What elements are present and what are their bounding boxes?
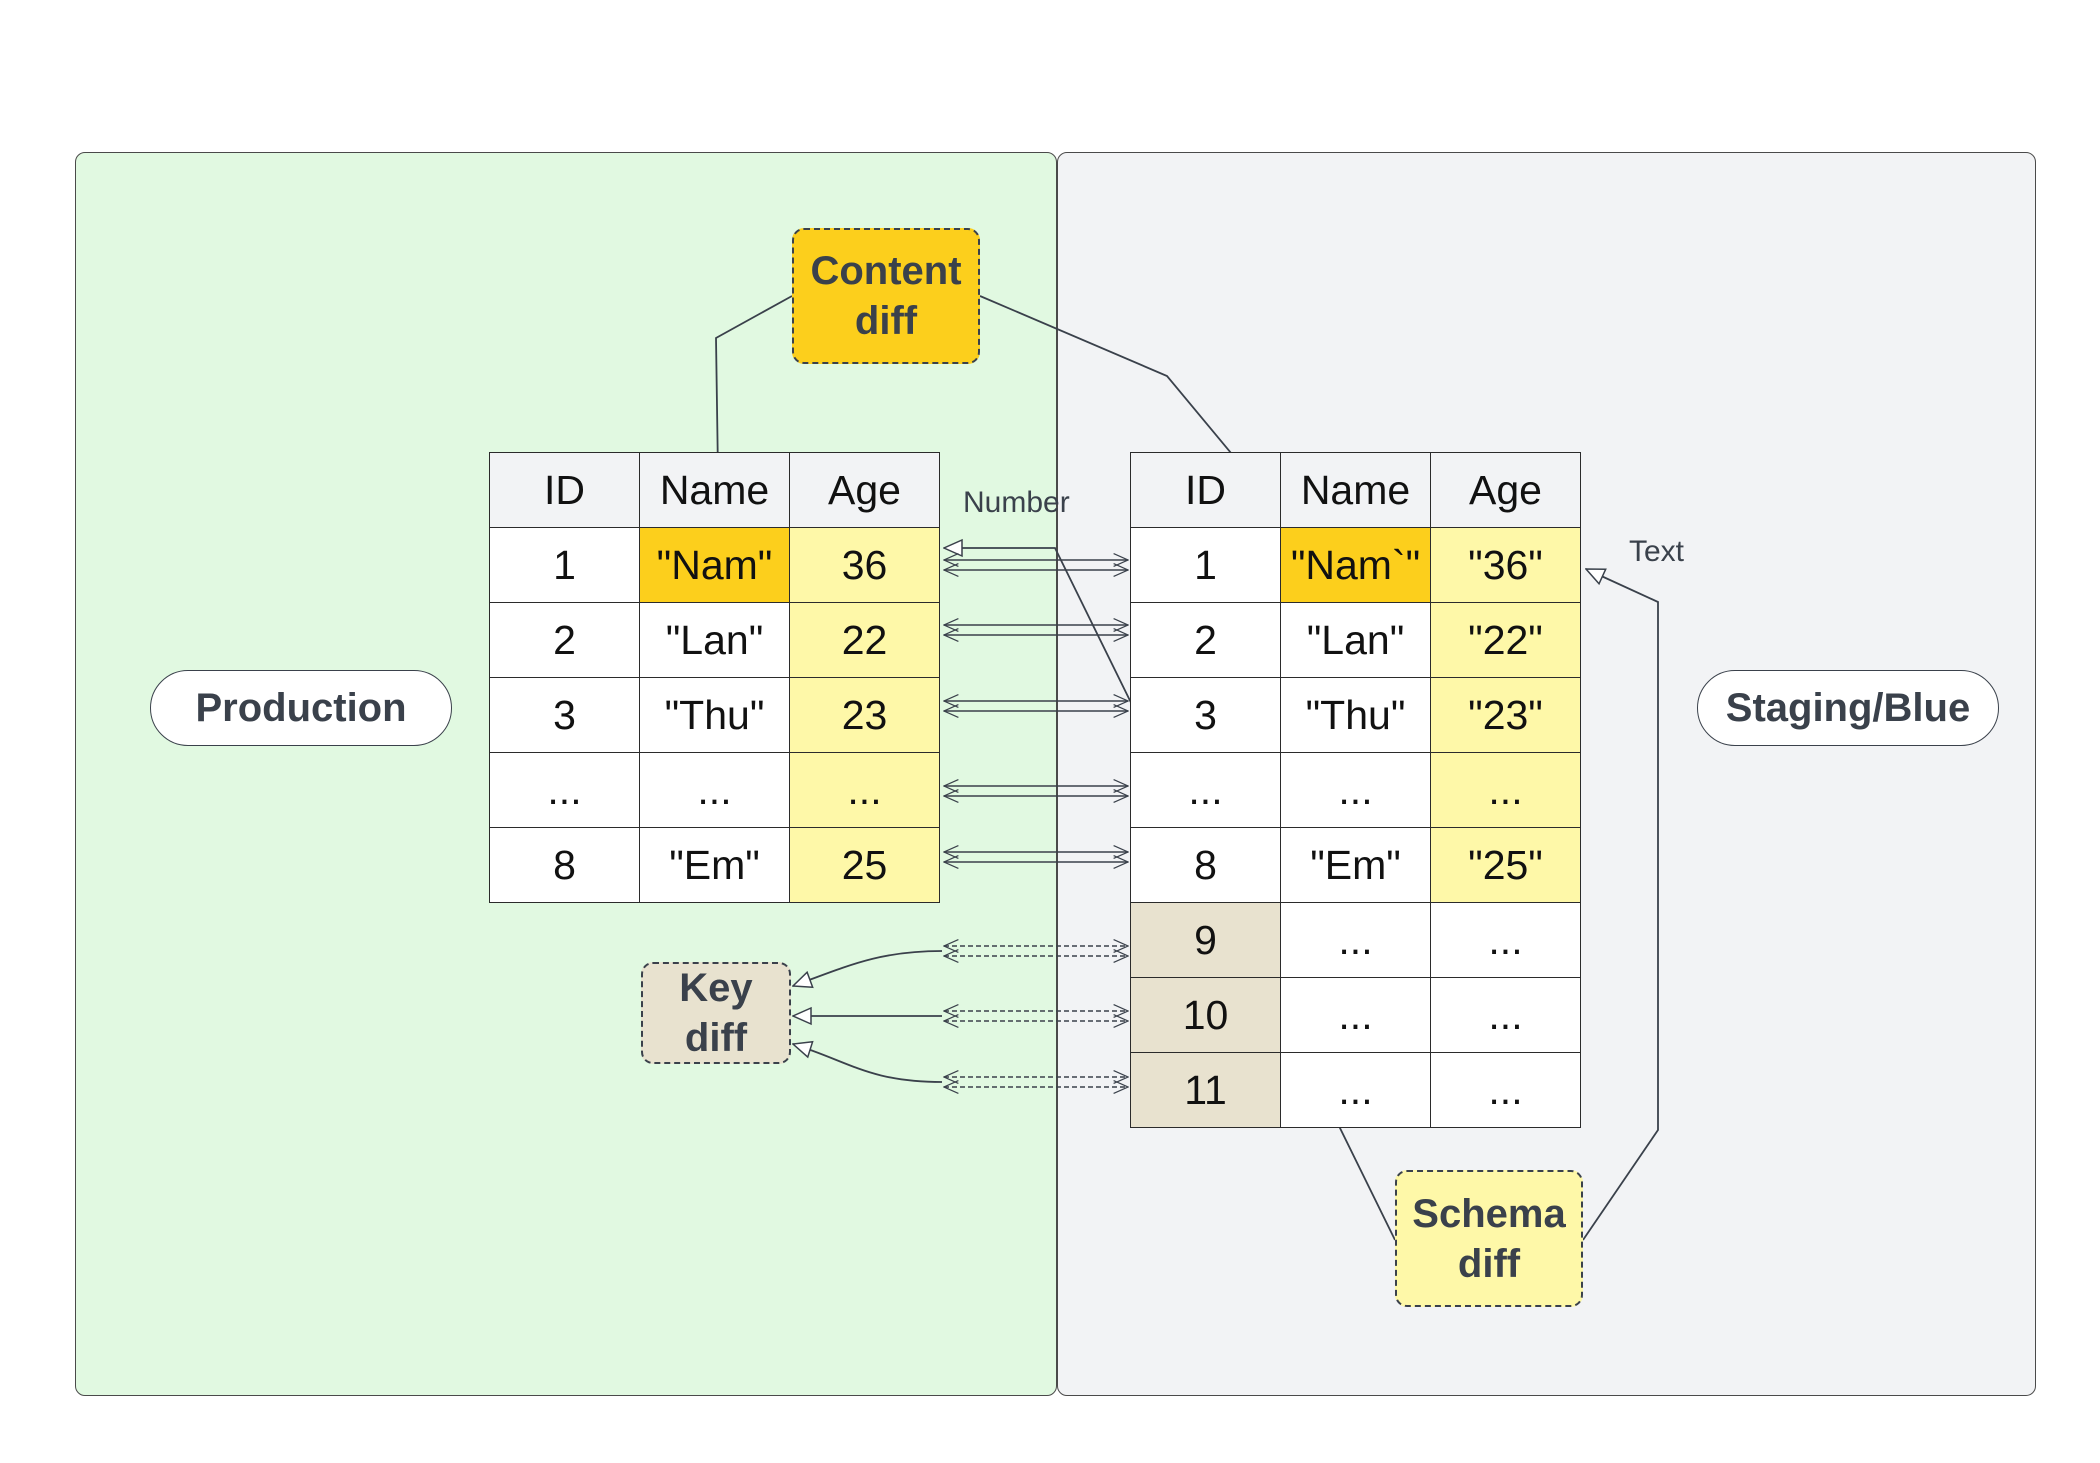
table-row: 3 "Thu" 23: [489, 677, 940, 753]
schema-diff-line-1: Schema: [1412, 1191, 1566, 1236]
table-row: ... ... ...: [1130, 752, 1581, 828]
schema-diff-note: Schema diff: [1395, 1170, 1583, 1307]
table-row: 9 ... ...: [1130, 902, 1581, 978]
cell-id: 3: [489, 677, 640, 753]
cell-age: 25: [789, 827, 940, 903]
cell-id: 1: [489, 527, 640, 603]
cell-name: ...: [1280, 752, 1431, 828]
number-edge-label: Number: [963, 486, 1070, 519]
cell-id: 11: [1130, 1052, 1281, 1128]
header-name: Name: [639, 452, 790, 528]
content-diff-line-1: Content: [810, 249, 962, 293]
cell-name: "Nam": [639, 527, 790, 603]
table-row: 10 ... ...: [1130, 977, 1581, 1053]
cell-id: 8: [489, 827, 640, 903]
header-id: ID: [489, 452, 640, 528]
table-row: 1 "Nam`" "36": [1130, 527, 1581, 603]
cell-age: "36": [1430, 527, 1581, 603]
cell-name: "Em": [639, 827, 790, 903]
cell-id: 10: [1130, 977, 1281, 1053]
cell-name: "Thu": [1280, 677, 1431, 753]
table-row: 8 "Em" 25: [489, 827, 940, 903]
table-header-row: ID Name Age: [1130, 452, 1581, 528]
text-edge-label: Text: [1629, 535, 1685, 568]
cell-id: 1: [1130, 527, 1281, 603]
cell-id: 8: [1130, 827, 1281, 903]
table-header-row: ID Name Age: [489, 452, 940, 528]
cell-age: 22: [789, 602, 940, 678]
cell-name: ...: [639, 752, 790, 828]
staging-table: ID Name Age 1 "Nam`" "36" 2 "Lan" "22" 3…: [1130, 452, 1581, 1128]
header-age: Age: [789, 452, 940, 528]
header-age: Age: [1430, 452, 1581, 528]
staging-label: Staging/Blue: [1697, 670, 1999, 746]
cell-age: 23: [789, 677, 940, 753]
cell-id: 2: [489, 602, 640, 678]
cell-age: "25": [1430, 827, 1581, 903]
cell-name: "Lan": [1280, 602, 1431, 678]
cell-name: "Nam`": [1280, 527, 1431, 603]
table-row: 2 "Lan" "22": [1130, 602, 1581, 678]
cell-id: 2: [1130, 602, 1281, 678]
cell-name: "Thu": [639, 677, 790, 753]
cell-name: ...: [1280, 902, 1431, 978]
cell-id: ...: [489, 752, 640, 828]
table-row: 2 "Lan" 22: [489, 602, 940, 678]
cell-age: ...: [1430, 902, 1581, 978]
header-id: ID: [1130, 452, 1281, 528]
cell-name: ...: [1280, 977, 1431, 1053]
cell-id: 9: [1130, 902, 1281, 978]
table-row: 8 "Em" "25": [1130, 827, 1581, 903]
table-row: ... ... ...: [489, 752, 940, 828]
key-diff-line-1: Key: [679, 966, 753, 1010]
cell-id: ...: [1130, 752, 1281, 828]
cell-age: ...: [1430, 1052, 1581, 1128]
cell-name: "Lan": [639, 602, 790, 678]
key-diff-note: Key diff: [641, 962, 791, 1064]
cell-age: "22": [1430, 602, 1581, 678]
cell-name: "Em": [1280, 827, 1431, 903]
header-name: Name: [1280, 452, 1431, 528]
table-row: 11 ... ...: [1130, 1052, 1581, 1128]
production-table: ID Name Age 1 "Nam" 36 2 "Lan" 22 3 "Thu…: [489, 452, 940, 903]
key-diff-line-2: diff: [684, 1016, 748, 1060]
cell-age: "23": [1430, 677, 1581, 753]
schema-diff-line-2: diff: [1457, 1241, 1521, 1286]
cell-age: ...: [1430, 752, 1581, 828]
table-row: 3 "Thu" "23": [1130, 677, 1581, 753]
cell-id: 3: [1130, 677, 1281, 753]
production-label: Production: [150, 670, 452, 746]
cell-age: ...: [1430, 977, 1581, 1053]
content-diff-line-2: diff: [854, 299, 918, 343]
cell-age: ...: [789, 752, 940, 828]
content-diff-note: Content diff: [792, 228, 980, 364]
table-row: 1 "Nam" 36: [489, 527, 940, 603]
cell-age: 36: [789, 527, 940, 603]
cell-name: ...: [1280, 1052, 1431, 1128]
